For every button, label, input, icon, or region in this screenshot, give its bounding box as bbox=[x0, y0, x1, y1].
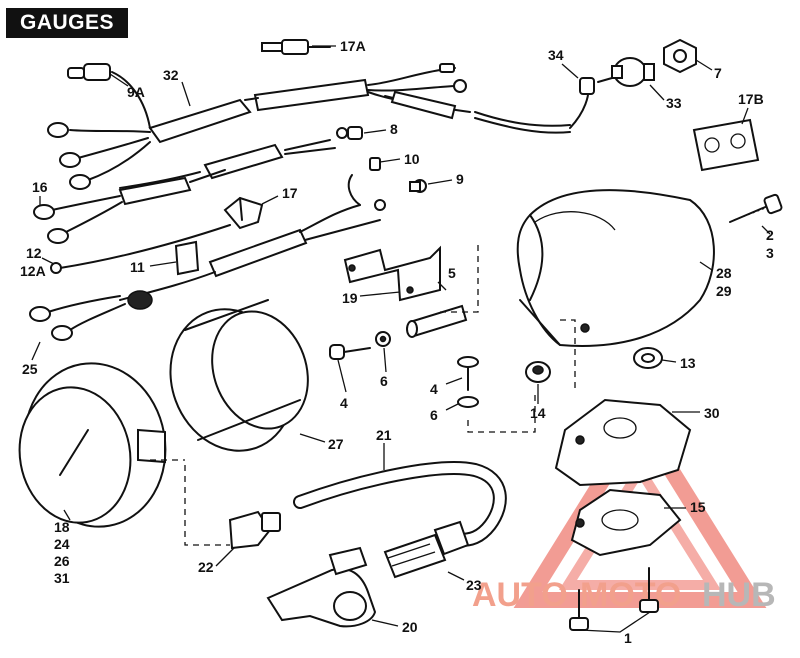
callout-1: 1 bbox=[624, 630, 632, 646]
callout-16: 16 bbox=[32, 179, 48, 195]
clamp-30 bbox=[554, 398, 692, 487]
washer-6b bbox=[457, 396, 479, 408]
callout-25: 25 bbox=[22, 361, 38, 377]
callout-31: 31 bbox=[54, 570, 70, 586]
small-hardware bbox=[174, 126, 427, 276]
spacer-5 bbox=[406, 304, 468, 338]
callout-30: 30 bbox=[704, 405, 720, 421]
screw-4a bbox=[329, 344, 371, 360]
watermark-text-moto: MOTO bbox=[580, 576, 681, 614]
grommet-13 bbox=[633, 347, 663, 369]
callout-3: 3 bbox=[766, 245, 774, 261]
callout-12: 12 bbox=[26, 245, 42, 261]
bracket-19 bbox=[343, 245, 441, 302]
callout-7: 7 bbox=[714, 65, 722, 81]
screw-4b bbox=[457, 356, 479, 391]
callout-17a: 17A bbox=[340, 38, 366, 54]
callout-32: 32 bbox=[163, 67, 179, 83]
callout-20: 20 bbox=[402, 619, 418, 635]
oil-sensor-group bbox=[569, 38, 760, 172]
screw-2 bbox=[729, 193, 783, 223]
callout-17b: 17B bbox=[738, 91, 764, 107]
callout-18: 18 bbox=[54, 519, 70, 535]
callout-17: 17 bbox=[282, 185, 298, 201]
callout-26: 26 bbox=[54, 553, 70, 569]
callout-2: 2 bbox=[766, 227, 774, 243]
callout-21: 21 bbox=[376, 427, 392, 443]
callout-4a: 4 bbox=[340, 395, 348, 411]
hex-nut-7 bbox=[663, 38, 697, 74]
gauge-18 bbox=[18, 362, 167, 528]
clamp-15 bbox=[570, 488, 682, 557]
leader-lines bbox=[31, 45, 771, 633]
bolts-1 bbox=[569, 567, 659, 631]
watermark-text-hub: HUB bbox=[702, 576, 776, 614]
callout-22: 22 bbox=[198, 559, 214, 575]
callout-11: 11 bbox=[130, 259, 145, 275]
adapter-22 bbox=[228, 510, 281, 550]
bezel-ring-27 bbox=[169, 299, 309, 452]
callout-19: 19 bbox=[342, 290, 358, 306]
callout-33: 33 bbox=[666, 95, 682, 111]
callout-29: 29 bbox=[716, 283, 732, 299]
callout-24: 24 bbox=[54, 536, 70, 552]
washer-6a bbox=[375, 331, 391, 347]
harness-sleeve-32 bbox=[148, 98, 252, 144]
callout-15: 15 bbox=[690, 499, 706, 515]
decal-17b bbox=[692, 118, 760, 172]
sender-23 bbox=[383, 520, 470, 579]
callout-28: 28 bbox=[716, 265, 732, 281]
callout-6b: 6 bbox=[430, 407, 438, 423]
connector-9a bbox=[67, 63, 111, 81]
callout-9a: 9A bbox=[127, 84, 145, 100]
callout-13: 13 bbox=[680, 355, 696, 371]
tee-fitting-20 bbox=[266, 546, 377, 628]
callout-8: 8 bbox=[390, 121, 398, 137]
sending-unit-33 bbox=[611, 57, 655, 87]
gauge-cup-28 bbox=[516, 189, 715, 347]
diagram-title: GAUGES bbox=[6, 8, 128, 38]
grommet-14 bbox=[525, 361, 551, 383]
watermark-text-auto: AUTO bbox=[472, 576, 568, 614]
callout-6a: 6 bbox=[380, 373, 388, 389]
clamp-11 bbox=[174, 240, 200, 276]
callout-4b: 4 bbox=[430, 381, 438, 397]
callout-5: 5 bbox=[448, 265, 456, 281]
assembly-lines bbox=[150, 240, 576, 546]
callout-12a: 12A bbox=[20, 263, 46, 279]
wiring-harness bbox=[29, 39, 571, 341]
callout-23: 23 bbox=[466, 577, 482, 593]
callout-9: 9 bbox=[456, 171, 464, 187]
callout-14: 14 bbox=[530, 405, 546, 421]
callout-27: 27 bbox=[328, 436, 344, 452]
callout-10: 10 bbox=[404, 151, 420, 167]
terminal-17a bbox=[261, 39, 331, 55]
clip-17 bbox=[223, 196, 264, 230]
cable-21 bbox=[293, 461, 507, 547]
callout-labels: 17A 9A 32 34 7 33 17B 8 10 9 16 17 2 3 1… bbox=[20, 38, 774, 646]
callout-34: 34 bbox=[548, 47, 564, 63]
